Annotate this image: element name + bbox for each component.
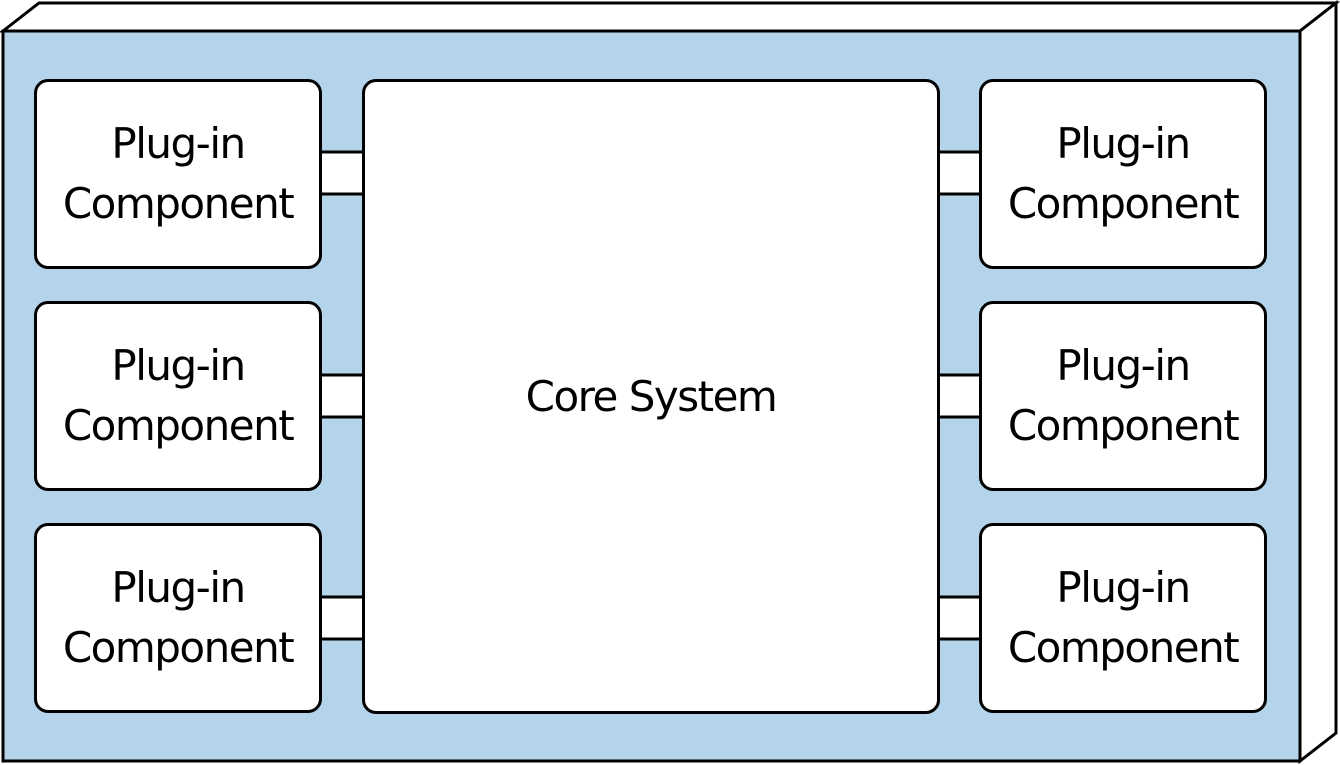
- container-side-face: [1298, 0, 1338, 765]
- plugin-label-line1: Plug-in: [1056, 119, 1191, 168]
- plugin-label-line1: Plug-in: [111, 119, 246, 168]
- core-system-label: Core System: [525, 371, 778, 421]
- plugin-component-right-2: Plug-in Component: [979, 301, 1267, 491]
- plugin-label-line2: Component: [62, 623, 295, 672]
- container-top-face: [0, 1, 1340, 33]
- connector-left-1: [318, 150, 366, 196]
- plugin-component-left-3: Plug-in Component: [34, 523, 322, 713]
- plugin-label-line2: Component: [1007, 623, 1240, 672]
- plugin-label-line1: Plug-in: [111, 563, 246, 612]
- plugin-label-line2: Component: [62, 401, 295, 450]
- plugin-component-right-1: Plug-in Component: [979, 79, 1267, 269]
- plugin-component-right-3: Plug-in Component: [979, 523, 1267, 713]
- plugin-component-left-2: Plug-in Component: [34, 301, 322, 491]
- connector-left-3: [318, 595, 366, 641]
- plugin-label-line1: Plug-in: [1056, 563, 1191, 612]
- connector-right-2: [936, 373, 983, 419]
- core-system-box: Core System: [362, 79, 940, 714]
- plugin-label-line2: Component: [1007, 401, 1240, 450]
- connector-left-2: [318, 373, 366, 419]
- connector-right-1: [936, 150, 983, 196]
- plugin-label-line2: Component: [62, 179, 295, 228]
- plugin-label-line2: Component: [1007, 179, 1240, 228]
- plugin-label-line1: Plug-in: [1056, 341, 1191, 390]
- plugin-component-left-1: Plug-in Component: [34, 79, 322, 269]
- plugin-label-line1: Plug-in: [111, 341, 246, 390]
- connector-right-3: [936, 595, 983, 641]
